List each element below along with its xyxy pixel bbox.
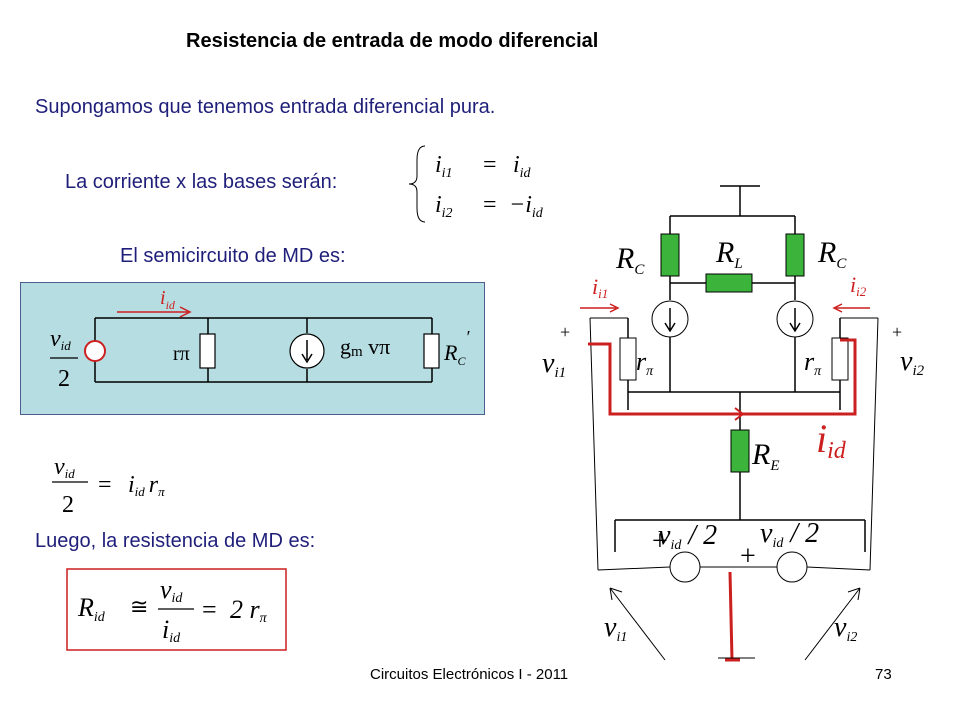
re-resistor [730,429,750,473]
rpi-left-resistor [619,337,637,381]
svg-text:iid: iid [162,615,181,646]
result-equation: Rid ≅ vid iid = 2 rπ [66,568,287,651]
svg-text:vid: vid [160,575,183,606]
source-num: vid [50,326,71,353]
diff-amp-circuit: RC RL RC ii1 ii2 + + vi1 vi2 rπ rπ RE ii… [542,185,925,662]
vi2-label: vi2 [900,346,925,379]
svg-text:≅: ≅ [130,594,148,619]
half-circuit-text: El semicircuito de MD es: [120,245,346,267]
page-number: 73 [875,666,892,683]
brace-shape [408,145,426,223]
half-circuit-wires [94,317,432,383]
rpi-left-label: rπ [636,347,654,379]
half-circuit-diagram: iid vid 2 rπ gm vπ RC′ [20,282,485,415]
svg-text:Rid: Rid [77,593,106,625]
current-label: iid [160,287,176,312]
svg-text:=: = [98,472,112,498]
plus-left: + [560,322,570,342]
rc-prime-label: RC′ [443,327,470,368]
vi1-label: vi1 [542,348,566,381]
rpi-right-resistor [831,337,849,381]
rc-left-resistor [660,233,680,277]
currents-text: La corriente x las bases serán: [65,171,338,193]
vi1-bottom-label: vi1 [604,612,627,645]
vi1-arrow-icon [609,587,666,661]
vi2-bottom-label: vi2 [834,612,857,645]
i2-arrow-icon [832,303,843,313]
svg-text:2 rπ: 2 rπ [230,595,268,626]
supply-wires [669,185,796,234]
plus-right: + [892,322,902,342]
current-arrow-icon [179,306,192,318]
gm-label: gm vπ [340,334,390,360]
rl-resistor [705,273,753,293]
intro-text: Supongamos que tenemos entrada diferenci… [35,96,496,118]
i2-label: ii2 [850,272,867,299]
eq1-equals: = [483,152,497,178]
eq2-rhs: −iid [509,192,544,221]
rc-right-label: RC [817,236,847,272]
id-current-path [588,338,857,416]
eq2-lhs: ii2 [435,192,453,221]
voltage-source-icon [84,340,106,362]
plus-source-left: + [652,526,668,557]
svg-text:=: = [202,595,217,624]
current-equations: ii1 = iid ii2 = −iid [408,145,544,223]
rc-prime-resistor [423,333,440,369]
vi2-arrow-icon [804,587,861,661]
svg-text:vid: vid [54,454,75,481]
i1-arrow-icon [609,303,620,313]
i1-label: ii1 [592,274,608,301]
footer-text: Circuitos Electrónicos I - 2011 [370,666,569,683]
plus-source-right: + [740,541,756,572]
eq1-rhs: iid [513,152,532,181]
svg-text:2: 2 [62,492,74,518]
source-den: 2 [58,366,70,392]
re-label: RE [751,438,780,474]
vid-half-right: vid / 2 [760,518,819,551]
r-pi-resistor [199,333,216,369]
r-pi-label: rπ [173,343,190,365]
iid-label: iid [816,416,847,464]
rc-right-resistor [785,233,805,277]
eq1-lhs: ii1 [435,152,453,181]
rc-left-label: RC [615,242,645,278]
rl-label: RL [715,236,743,272]
rpi-right-label: rπ [804,347,822,379]
vid-source-right-icon [776,551,808,583]
vid-half-left: vid / 2 [658,520,717,553]
ground-path [725,571,740,662]
slide-title: Resistencia de entrada de modo diferenci… [186,30,599,52]
eq2-equals: = [483,192,497,218]
vid-source-left-icon [669,551,701,583]
resistance-text: Luego, la resistencia de MD es: [35,530,316,552]
